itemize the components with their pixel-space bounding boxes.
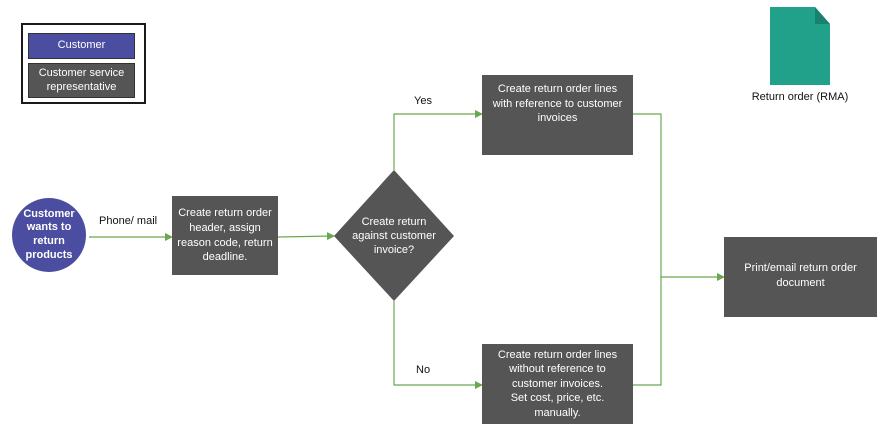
connector-decision-no xyxy=(393,301,483,389)
decision-text: Create return against customer invoice? xyxy=(352,215,436,257)
edge-label-no: No xyxy=(416,364,431,376)
decision-diamond xyxy=(334,170,454,301)
connector-with-ref-to-print xyxy=(633,113,662,386)
process-print-email: Print/email return order document xyxy=(724,237,877,317)
start-node: Customer wants to return products xyxy=(12,198,86,272)
legend-customer-label: Customer xyxy=(57,39,106,52)
process-lines-with-reference: Create return order lines with reference… xyxy=(482,75,633,155)
connector-decision-yes xyxy=(393,110,483,170)
edge-label-phone-mail: Phone/ mail xyxy=(99,215,158,227)
legend-customer: Customer xyxy=(28,33,135,59)
document-icon xyxy=(770,7,830,85)
connector-header-to-decision xyxy=(277,232,335,241)
legend-csr-label: Customer service representative xyxy=(38,66,125,93)
edge-label-yes: Yes xyxy=(414,95,432,107)
process-lines-without-reference: Create return order lines without refere… xyxy=(482,344,633,424)
process-create-header: Create return order header, assign reaso… xyxy=(172,196,278,275)
document-label: Return order (RMA) xyxy=(751,91,849,103)
document-fold xyxy=(815,7,830,24)
legend-csr: Customer service representative xyxy=(28,63,135,98)
